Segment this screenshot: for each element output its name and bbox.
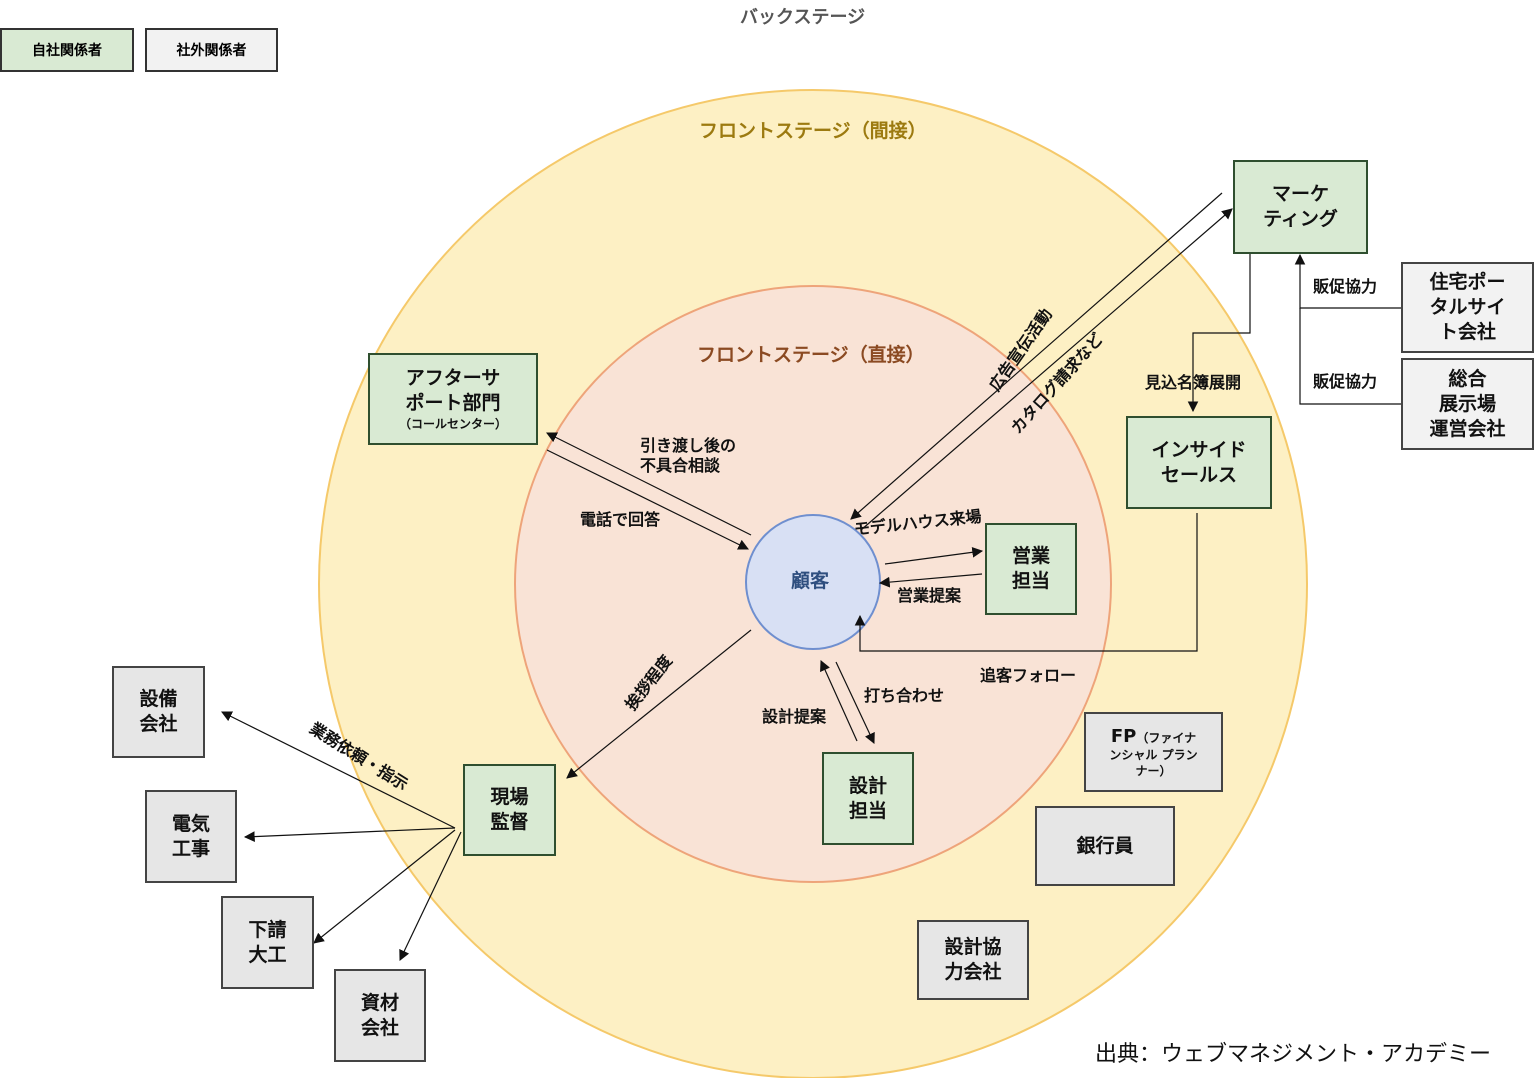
node-after-support: アフターサ ポート部門 （コールセンター）	[368, 353, 538, 445]
label-follow: 追客フォロー	[980, 666, 1077, 685]
arrow-carpenter	[313, 829, 456, 944]
node-banker: 銀行員	[1035, 806, 1175, 886]
customer-label: 顧客	[791, 570, 830, 592]
arrow-ad	[850, 192, 1223, 520]
arrow-design-proposal	[820, 660, 858, 742]
label-defect: 引き渡し後の 不具合相談	[640, 436, 737, 475]
node-sales: 営業 担当	[985, 523, 1077, 615]
node-inside-sales: インサイド セールス	[1126, 416, 1272, 509]
node-design-partner: 設計協 力会社	[917, 920, 1029, 1000]
arrow-model-house	[884, 546, 984, 565]
label-promo1: 販促協力	[1313, 277, 1378, 296]
arrow-defect	[546, 432, 752, 536]
node-marketing: マーケ ティング	[1233, 160, 1368, 254]
arrow-prospect	[1187, 254, 1251, 413]
label-design-proposal: 設計提案	[762, 707, 827, 726]
label-prospect: 見込名簿展開	[1145, 373, 1242, 392]
arrow-meeting	[835, 661, 875, 744]
arrow-equipment	[221, 711, 456, 829]
arrow-catalog	[860, 208, 1233, 531]
legend-own: 自社関係者	[0, 28, 134, 72]
arrow-materials	[399, 831, 462, 961]
legend-external: 社外関係者	[145, 28, 278, 72]
node-carpenter: 下請 大工	[221, 896, 314, 989]
source-note: 出典：ウェブマネジメント・アカデミー	[1095, 1042, 1492, 1067]
direct-ring-title: フロントステージ（直接）	[697, 344, 925, 366]
arrow-sales-proposal	[878, 573, 983, 588]
label-phone: 電話で回答	[580, 510, 661, 529]
node-housing-portal: 住宅ポー タルサイ ト会社	[1401, 262, 1534, 353]
label-meeting: 打ち合わせ	[864, 686, 945, 705]
node-electric: 電気 工事	[145, 790, 237, 883]
line-promo2	[1299, 308, 1401, 405]
arrow-greeting	[566, 629, 752, 779]
node-design: 設計 担当	[822, 752, 914, 845]
arrow-follow	[854, 513, 1198, 652]
indirect-ring-title: フロントステージ（間接）	[699, 120, 927, 142]
node-exhibition: 総合 展示場 運営会社	[1401, 358, 1534, 450]
node-site-supervisor: 現場 監督	[463, 764, 556, 856]
label-sales-proposal: 営業提案	[897, 586, 962, 605]
node-materials: 資材 会社	[334, 969, 426, 1062]
label-promo2: 販促協力	[1313, 372, 1378, 391]
node-equipment: 設備 会社	[112, 666, 205, 758]
arrow-phone	[546, 449, 749, 550]
backstage-title: バックステージ	[740, 7, 866, 28]
arrow-electric	[243, 827, 456, 842]
node-fp: FP（ファイナ ンシャル プラン ナー）	[1084, 712, 1223, 792]
